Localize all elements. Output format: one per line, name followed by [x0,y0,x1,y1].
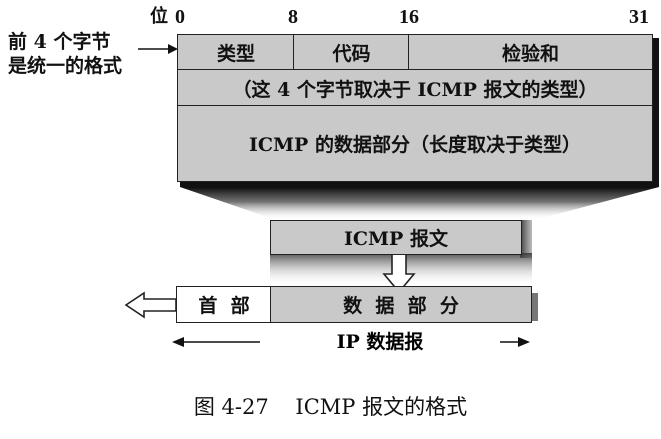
side-note-line1: 前 4 个字节 [8,31,111,53]
bit-label-0: 0 [175,6,185,28]
figure-caption: 图 4-27 ICMP 报文的格式 [193,395,468,419]
code-field: 代码 [293,34,410,71]
side-note-line2: 是统一的格式 [8,55,123,77]
bit-label-31: 31 [629,6,649,28]
down-arrow-icon [382,253,416,294]
side-note-arrow-icon [168,44,178,54]
icmp-message-box: ICMP 报文 [270,220,522,255]
checksum-field: 检验和 [408,34,653,71]
span-right-arrowhead-icon [518,337,530,347]
ip-header-cell: 首 部 [176,286,272,323]
type-dependent-field: （这 4 个字节取决于 ICMP 报文的类型） [177,69,653,107]
icmp-data-field: ICMP 的数据部分（长度取决于类型） [177,105,653,182]
ip-data-cell: 数 据 部 分 [270,286,532,323]
span-left-arrowhead-icon [172,337,184,347]
bit-label-prefix: 位 [150,6,168,27]
ip-datagram-label: IP 数据报 [260,331,500,353]
left-arrow-icon [124,291,177,319]
type-field: 类型 [177,34,295,71]
bit-label-16: 16 [399,6,419,28]
ip-datagram-text: IP 数据报 [332,331,428,353]
top-block-shadow [651,38,659,180]
bit-label-8: 8 [288,6,298,28]
funnel-shadow [180,187,659,220]
